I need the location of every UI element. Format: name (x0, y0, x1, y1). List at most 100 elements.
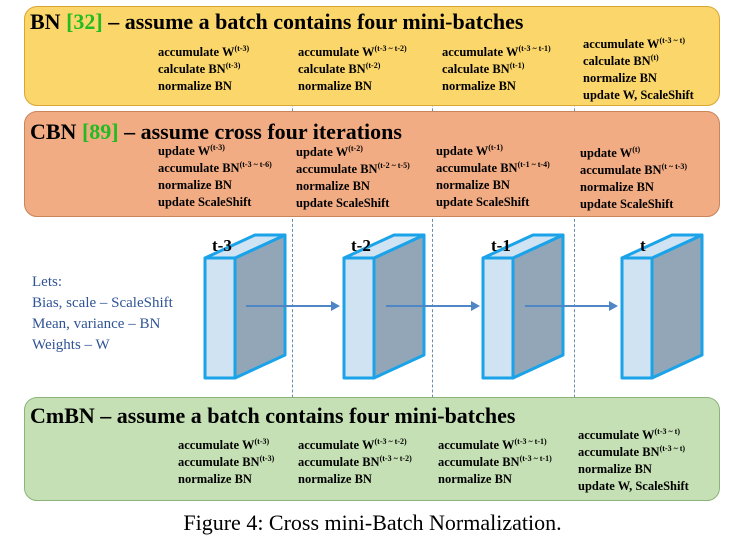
operation-text: update ScaleShift (296, 196, 390, 210)
operation-text: accumulate BN (580, 163, 662, 177)
cbn-operation-line: update ScaleShift (296, 195, 410, 212)
cbn-operation-line: normalize BN (436, 177, 550, 194)
bn-operation-line: accumulate W(t-3) (158, 44, 249, 61)
operation-text: normalize BN (580, 180, 654, 194)
cbn-operation-line: update ScaleShift (158, 194, 272, 211)
cbn-title-reference: [89] (81, 119, 119, 144)
bn-column-t-3: accumulate W(t-3)calculate BN(t-3)normal… (158, 44, 249, 95)
bn-title-main: BN (30, 9, 61, 34)
operation-superscript: (t-3 ~ t-2) (374, 437, 407, 446)
operation-text: update W, ScaleShift (578, 479, 689, 493)
bn-operation-line: calculate BN(t-1) (442, 61, 551, 78)
bn-column-t-2: accumulate W(t-3 ~ t-2)calculate BN(t-2)… (298, 44, 407, 95)
bn-title-rest: – assume a batch contains four mini-batc… (108, 9, 524, 34)
operation-superscript: (t-3 ~ t-1) (519, 454, 552, 463)
operation-text: accumulate W (298, 45, 375, 59)
legend-heading: Lets: (32, 274, 62, 290)
operation-text: normalize BN (178, 472, 252, 486)
bn-title-reference: [32] (66, 9, 103, 34)
operation-superscript: (t-1) (509, 61, 525, 70)
bn-title: BN [32] – assume a batch contains four m… (30, 11, 523, 33)
column-divider-3 (574, 28, 575, 498)
operation-superscript: (t-3 ~ t) (659, 444, 686, 453)
operation-superscript: (t-2) (348, 144, 363, 153)
bn-operation-line: calculate BN(t-3) (158, 61, 249, 78)
operation-text: accumulate W (583, 37, 660, 51)
operation-superscript: (t-1 ~ t-4) (517, 160, 550, 169)
bn-column-t-1: accumulate W(t-3 ~ t-1)calculate BN(t-1)… (442, 44, 551, 95)
cmbn-operation-line: normalize BN (578, 461, 689, 478)
cbn-operation-line: accumulate BN(t ~ t-3) (580, 162, 687, 179)
frame-label-t: t (640, 236, 646, 255)
operation-text: accumulate BN (178, 455, 260, 469)
cbn-operation-line: update W(t-3) (158, 143, 272, 160)
operation-text: normalize BN (578, 462, 652, 476)
operation-text: update ScaleShift (436, 195, 530, 209)
operation-text: normalize BN (438, 472, 512, 486)
cbn-operation-line: update W(t-1) (436, 143, 550, 160)
cbn-column-t-2: update W(t-2)accumulate BN(t-2 ~ t-5)nor… (296, 144, 410, 212)
operation-superscript: (t-3) (254, 437, 270, 446)
operation-text: update ScaleShift (158, 195, 252, 209)
cbn-operation-line: accumulate BN(t-2 ~ t-5) (296, 161, 410, 178)
bn-operation-line: accumulate W(t-3 ~ t-1) (442, 44, 551, 61)
block-front-face (342, 256, 376, 380)
legend-line-w: Weights – W (32, 337, 110, 353)
operation-superscript: (t-3 ~ t-6) (239, 160, 272, 169)
cbn-column-t-3: update W(t-3)accumulate BN(t-3 ~ t-6)nor… (158, 143, 272, 211)
block-side-face (650, 233, 704, 380)
frame-label-t-2: t-2 (351, 236, 371, 255)
legend-line-scaleshift: Bias, scale – ScaleShift (32, 295, 173, 311)
cmbn-operation-line: accumulate W(t-3 ~ t-2) (298, 437, 412, 454)
operation-text: accumulate BN (298, 455, 380, 469)
operation-text: normalize BN (583, 71, 657, 85)
operation-text: accumulate W (178, 438, 255, 452)
cmbn-column-t-2: accumulate W(t-3 ~ t-2)accumulate BN(t-3… (298, 437, 412, 488)
operation-text: update W (158, 144, 211, 158)
cmbn-operation-line: accumulate BN(t-3) (178, 454, 274, 471)
operation-text: accumulate BN (578, 445, 660, 459)
arrow-head (609, 301, 618, 311)
frame-label-t-3: t-3 (212, 236, 232, 255)
cmbn-operation-line: update W, ScaleShift (578, 478, 689, 495)
operation-superscript: (t-3 ~ t-2) (379, 454, 412, 463)
bn-operation-line: normalize BN (442, 78, 551, 95)
operation-text: update W (580, 146, 633, 160)
operation-text: accumulate BN (436, 161, 518, 175)
cmbn-operation-line: normalize BN (178, 471, 274, 488)
operation-superscript: (t-3) (234, 44, 250, 53)
operation-text: accumulate W (298, 438, 375, 452)
bn-operation-line: normalize BN (298, 78, 407, 95)
operation-text: calculate BN (158, 62, 226, 76)
operation-text: update W (296, 145, 349, 159)
cbn-operation-line: normalize BN (158, 177, 272, 194)
operation-text: update W (436, 144, 489, 158)
operation-text: normalize BN (436, 178, 510, 192)
operation-superscript: (t-3 ~ t-1) (514, 437, 547, 446)
operation-superscript: (t ~ t-3) (661, 162, 688, 171)
operation-text: normalize BN (158, 178, 232, 192)
operation-superscript: (t-3) (225, 61, 241, 70)
cmbn-operation-line: normalize BN (298, 471, 412, 488)
cmbn-operation-line: accumulate BN(t-3 ~ t) (578, 444, 689, 461)
cmbn-panel (24, 397, 720, 501)
cbn-operation-line: normalize BN (580, 179, 687, 196)
bn-operation-line: accumulate W(t-3 ~ t-2) (298, 44, 407, 61)
bn-operation-line: calculate BN(t-2) (298, 61, 407, 78)
operation-text: accumulate BN (158, 161, 240, 175)
operation-superscript: (t-3 ~ t) (654, 427, 680, 436)
cmbn-operation-line: accumulate BN(t-3 ~ t-2) (298, 454, 412, 471)
arrow-head (331, 301, 340, 311)
operation-text: calculate BN (298, 62, 366, 76)
operation-text: normalize BN (298, 472, 372, 486)
operation-text: accumulate W (578, 428, 655, 442)
legend-line-bn: Mean, variance – BN (32, 316, 161, 332)
arrow-head (471, 301, 480, 311)
operation-superscript: (t-3) (210, 143, 225, 152)
operation-text: calculate BN (442, 62, 510, 76)
cbn-operation-line: accumulate BN(t-3 ~ t-6) (158, 160, 272, 177)
figure-caption: Figure 4: Cross mini-Batch Normalization… (183, 510, 562, 535)
cbn-column-t-1: update W(t-1)accumulate BN(t-1 ~ t-4) nor… (436, 143, 550, 211)
cmbn-operation-line: accumulate W(t-3) (178, 437, 274, 454)
